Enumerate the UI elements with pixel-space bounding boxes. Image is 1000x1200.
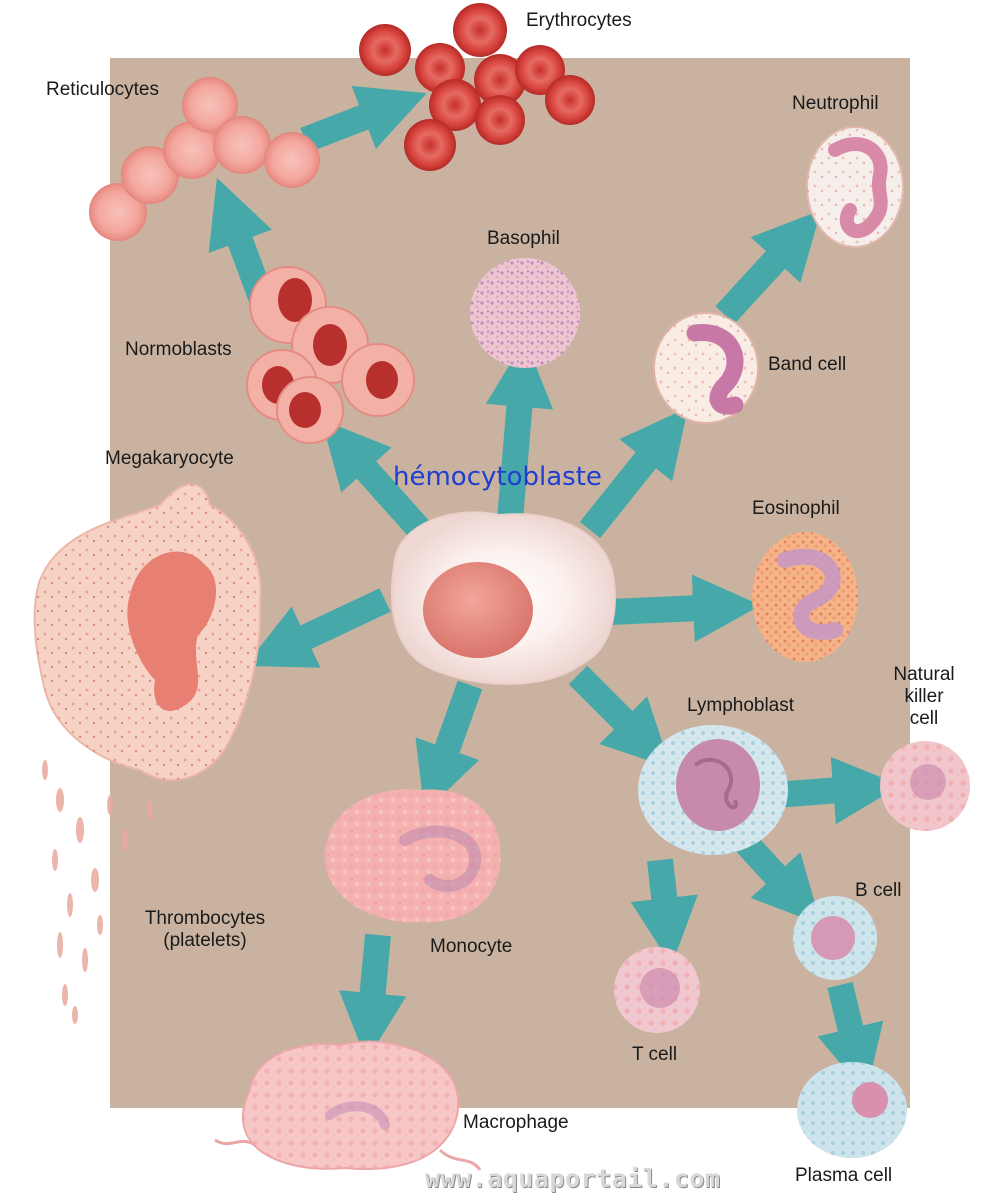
label-natural-killer-cell: Natural killer cell (884, 664, 964, 730)
label-nk-line-1: Natural (893, 664, 955, 685)
arrow-reticulocytes-to-erythrocytes (300, 85, 427, 153)
neutrophil-cell (806, 126, 904, 248)
megakaryocyte-cell (33, 483, 262, 1024)
hemocytoblast-cell (391, 511, 616, 685)
macrophage-cell (214, 1040, 482, 1171)
label-neutrophil: Neutrophil (792, 93, 879, 114)
basophil-cell (470, 258, 580, 368)
watermark: www.aquaportail.com (425, 1164, 721, 1193)
reticulocytes-cells (89, 77, 320, 241)
label-nk-line-3: cell (909, 707, 939, 729)
natural-killer-cell (880, 741, 970, 831)
arrow-lymphoblast-to-t-cell (630, 858, 698, 966)
label-lymphoblast: Lymphoblast (687, 695, 795, 716)
arrow-stem-to-eosinophil (609, 574, 761, 643)
normoblasts-cells (246, 266, 415, 444)
plasma-cell (797, 1062, 907, 1158)
b-cell (793, 896, 877, 980)
label-megakaryocyte: Megakaryocyte (105, 448, 234, 469)
monocyte-cell (324, 789, 501, 923)
erythrocytes-cells (359, 3, 595, 171)
label-erythrocytes: Erythrocytes (526, 10, 632, 31)
arrow-stem-to-basophil (485, 339, 554, 522)
arrow-stem-to-monocyte (415, 680, 483, 813)
platelet-streaks (42, 760, 153, 1024)
arrow-lymphoblast-to-b-cell (735, 833, 822, 925)
arrow-b-cell-to-plasma-cell (817, 981, 884, 1095)
label-eosinophil: Eosinophil (752, 498, 840, 519)
label-thrombocytes-line-1: Thrombocytes (144, 908, 266, 929)
band-cell (653, 312, 759, 424)
label-macrophage: Macrophage (463, 1112, 569, 1133)
label-normoblasts: Normoblasts (125, 339, 232, 360)
arrow-stem-to-lymphoblast (568, 665, 672, 769)
arrow-monocyte-to-macrophage (338, 933, 407, 1061)
t-cell (614, 947, 700, 1033)
label-b-cell: B cell (855, 880, 902, 901)
label-monocyte: Monocyte (430, 936, 513, 957)
arrow-band-to-neutrophil (715, 210, 822, 324)
eosinophil-cell (752, 532, 858, 662)
label-plasma-cell: Plasma cell (795, 1165, 893, 1186)
label-thrombocytes: Thrombocytes (platelets) (130, 908, 280, 952)
label-basophil: Basophil (487, 228, 560, 249)
label-thrombocytes-line-2: (platelets) (163, 929, 247, 951)
label-nk-line-2: killer (904, 685, 944, 707)
arrow-stem-to-normoblasts (321, 419, 430, 539)
lymphoblast-cell (638, 725, 788, 855)
label-t-cell: T cell (632, 1044, 678, 1065)
arrow-stem-to-band-cell (579, 407, 689, 539)
arrow-stem-to-megakaryocyte (244, 588, 391, 668)
label-band-cell: Band cell (768, 354, 847, 375)
label-reticulocytes: Reticulocytes (46, 79, 159, 100)
label-hemocytoblast: hémocytoblaste (393, 462, 602, 492)
